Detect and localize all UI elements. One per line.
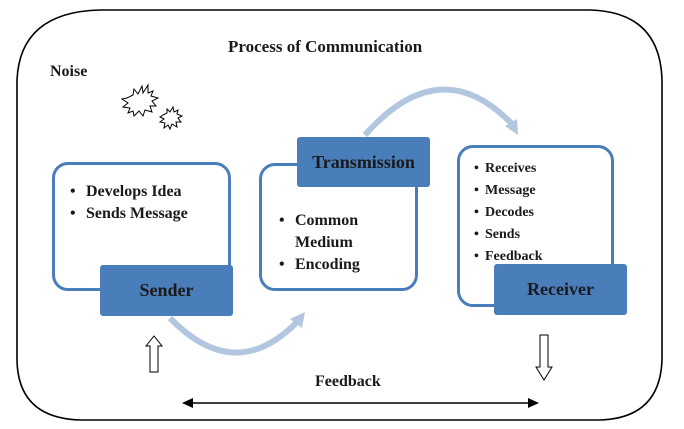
transmission-items: Common Medium Encoding [279,210,409,276]
receiver-item: Sends [474,224,604,246]
feedback-double-arrow-icon [182,398,539,408]
noise-label: Noise [50,63,88,80]
sender-items: Develops Idea Sends Message [70,181,220,225]
feedback-label: Feedback [315,373,381,390]
sender-label-box: Sender [100,265,233,316]
receiver-item: Decodes [474,202,604,224]
curved-arrow-sender-to-transmission [167,312,305,356]
noise-burst-icon [120,83,184,131]
curved-arrow-transmission-to-receiver [362,86,518,137]
transmission-item: Encoding [279,254,409,276]
receiver-item: Feedback [474,246,604,268]
sender-item: Develops Idea [70,181,220,203]
transmission-item: Common Medium [279,210,409,254]
receiver-items: Receives Message Decodes Sends Feedback [474,158,604,268]
diagram-title: Process of Communication [228,37,423,56]
receiver-label: Receiver [527,279,594,299]
transmission-label-box: Transmission [297,137,430,187]
down-arrow-icon [535,334,553,381]
receiver-label-box: Receiver [494,264,627,315]
sender-label: Sender [139,280,194,300]
receiver-item: Receives [474,158,604,180]
sender-item: Sends Message [70,203,220,225]
transmission-label: Transmission [312,151,415,172]
up-arrow-icon [144,335,164,373]
outer-frame [16,9,663,421]
receiver-item: Message [474,180,604,202]
